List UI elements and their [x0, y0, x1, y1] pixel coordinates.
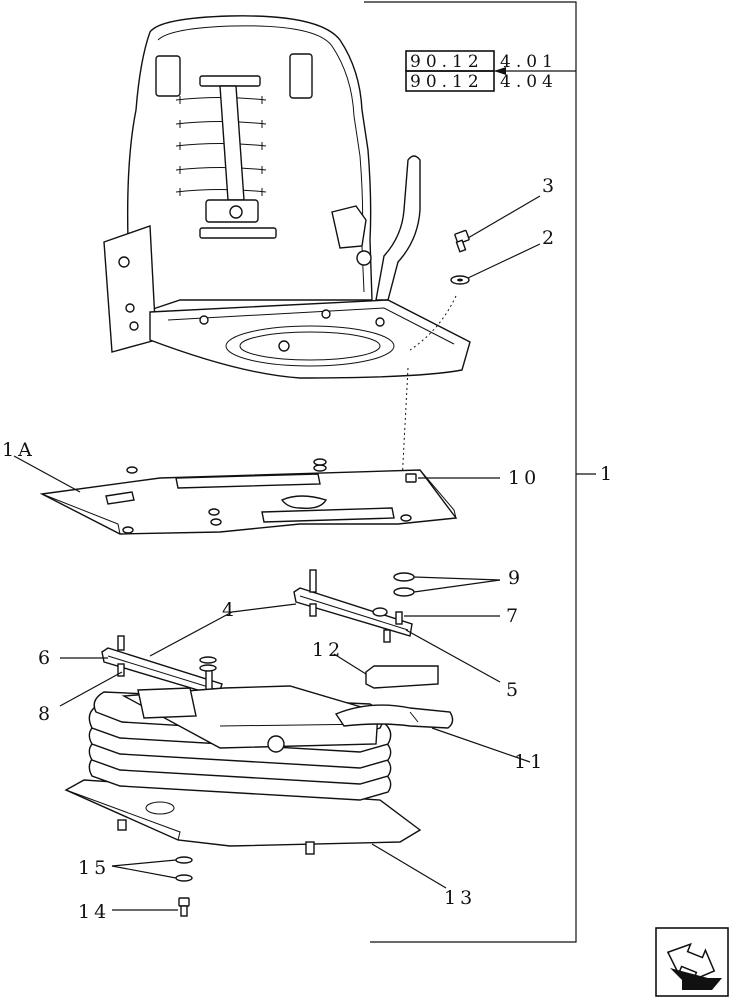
callout-2: 2	[542, 227, 558, 249]
callout-11: 11	[514, 751, 546, 773]
assembly-bracket	[364, 1, 596, 943]
callout-12: 12	[312, 639, 344, 661]
part-13-suspension-base	[64, 685, 454, 855]
part-15-washers	[175, 856, 193, 882]
leader-lines	[13, 195, 541, 911]
callout-3: 3	[542, 175, 558, 197]
part-1a-mounting-plate	[39, 458, 458, 535]
arrow-next-page-icon[interactable]	[655, 927, 729, 997]
part-3-bolt	[454, 229, 470, 253]
ref-box-2-suffix: 4.04	[500, 72, 558, 92]
callout-6: 6	[38, 647, 54, 669]
callout-13: 13	[444, 887, 476, 909]
callout-1: 1	[600, 463, 616, 485]
ref-box-1-suffix: 4.01	[500, 52, 558, 72]
part-14-bolt	[178, 897, 190, 917]
callout-15: 15	[78, 857, 110, 879]
callout-14: 14	[78, 901, 110, 923]
part-2-washer	[450, 275, 470, 285]
reference-boxes: 90.12 4.01 90.12 4.04	[405, 50, 576, 92]
callout-5: 5	[506, 679, 522, 701]
part-12-cover	[365, 665, 439, 689]
part-4-slide-rail-right	[293, 569, 413, 643]
part-9-washers	[199, 572, 415, 672]
callout-10: 10	[508, 467, 540, 489]
part-10-nut	[405, 473, 417, 483]
callout-8: 8	[38, 703, 54, 725]
ref-box-1-boxed: 90.12	[410, 52, 484, 72]
callout-1a: 1A	[2, 439, 36, 461]
seat-cushion	[103, 15, 471, 379]
callout-4: 4	[222, 599, 238, 621]
ref-box-2-boxed: 90.12	[410, 72, 484, 92]
callout-7: 7	[506, 605, 522, 627]
callout-9: 9	[508, 567, 524, 589]
callout-labels: 1 1A 2 3 4 5 6 7 8 9 10 11 12 13 14 15	[2, 175, 616, 923]
